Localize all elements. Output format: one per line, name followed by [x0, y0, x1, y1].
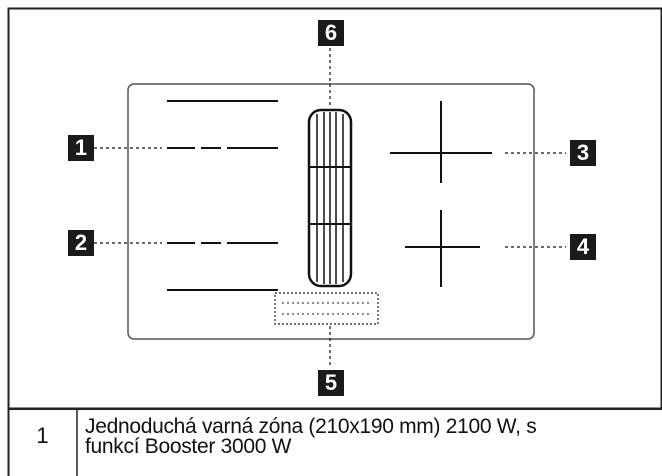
callout-3: 3	[570, 140, 596, 166]
callout-5: 5	[318, 370, 344, 396]
legend-description: Jednoduchá varná zóna (210x190 mm) 2100 …	[85, 417, 537, 457]
outer-frame	[7, 7, 662, 410]
callout-4: 4	[570, 234, 596, 260]
central-flex-zone	[307, 108, 353, 288]
cooktop-panel	[127, 83, 535, 340]
right-cooking-zones	[390, 101, 492, 287]
legend-row: 1 Jednoduchá varná zóna (210x190 mm) 210…	[8, 411, 662, 476]
left-cooking-zones	[167, 100, 278, 291]
legend-number: 1	[36, 423, 49, 448]
callout-2: 2	[68, 230, 94, 256]
leader-lines	[94, 48, 566, 368]
callout-1: 1	[68, 135, 94, 161]
callout-6: 6	[318, 20, 344, 46]
control-panel	[274, 292, 379, 325]
